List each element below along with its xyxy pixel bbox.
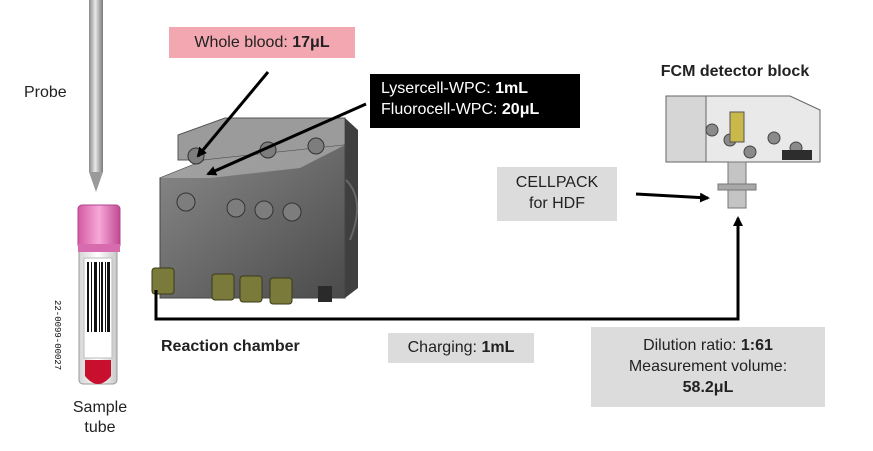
charging-line (154, 216, 743, 321)
measurement-volume-text: Measurement volume: (628, 358, 788, 375)
whole-blood-value: 17μL (292, 34, 330, 51)
reagent-box: Lysercell-WPC: 1mL Fluorocell-WPC: 20μL (370, 74, 580, 128)
fluorocell-text: Fluorocell-WPC: (381, 101, 502, 118)
dilution-box: Dilution ratio: 1:61 Measurement volume:… (591, 327, 825, 407)
reaction-chamber-icon (151, 117, 359, 305)
reaction-chamber-label: Reaction chamber (161, 338, 300, 355)
cellpack-box: CELLPACK for HDF (497, 167, 617, 221)
probe-label: Probe (24, 84, 67, 101)
whole-blood-box: Whole blood: 17μL (169, 27, 355, 58)
fcm-detector-icon (665, 95, 821, 209)
charging-value: 1mL (481, 339, 515, 356)
cellpack-line2: for HDF (529, 195, 585, 212)
tube-barcode-text: 22-0099-00027 (52, 300, 62, 371)
sample-tube-label: Sample tube (72, 399, 128, 436)
charging-text: Charging: (407, 339, 482, 356)
fcm-detector-label: FCM detector block (660, 63, 810, 80)
charging-box: Charging: 1mL (388, 333, 534, 363)
sample-tube-icon (77, 204, 121, 385)
whole-blood-arrow (196, 71, 270, 158)
cellpack-line1: CELLPACK (515, 174, 599, 191)
fluorocell-value: 20μL (501, 101, 540, 118)
lysercell-value: 1mL (495, 80, 528, 97)
dilution-ratio-text: Dilution ratio: (643, 337, 741, 354)
whole-blood-text: Whole blood: (194, 34, 293, 51)
measurement-volume-value: 58.2μL (682, 379, 734, 396)
lysercell-text: Lysercell-WPC: (381, 80, 496, 97)
dilution-ratio-value: 1:61 (740, 337, 773, 354)
probe-needle-icon (89, 0, 103, 192)
cellpack-arrow (635, 192, 710, 203)
reagent-arrow (206, 102, 367, 176)
